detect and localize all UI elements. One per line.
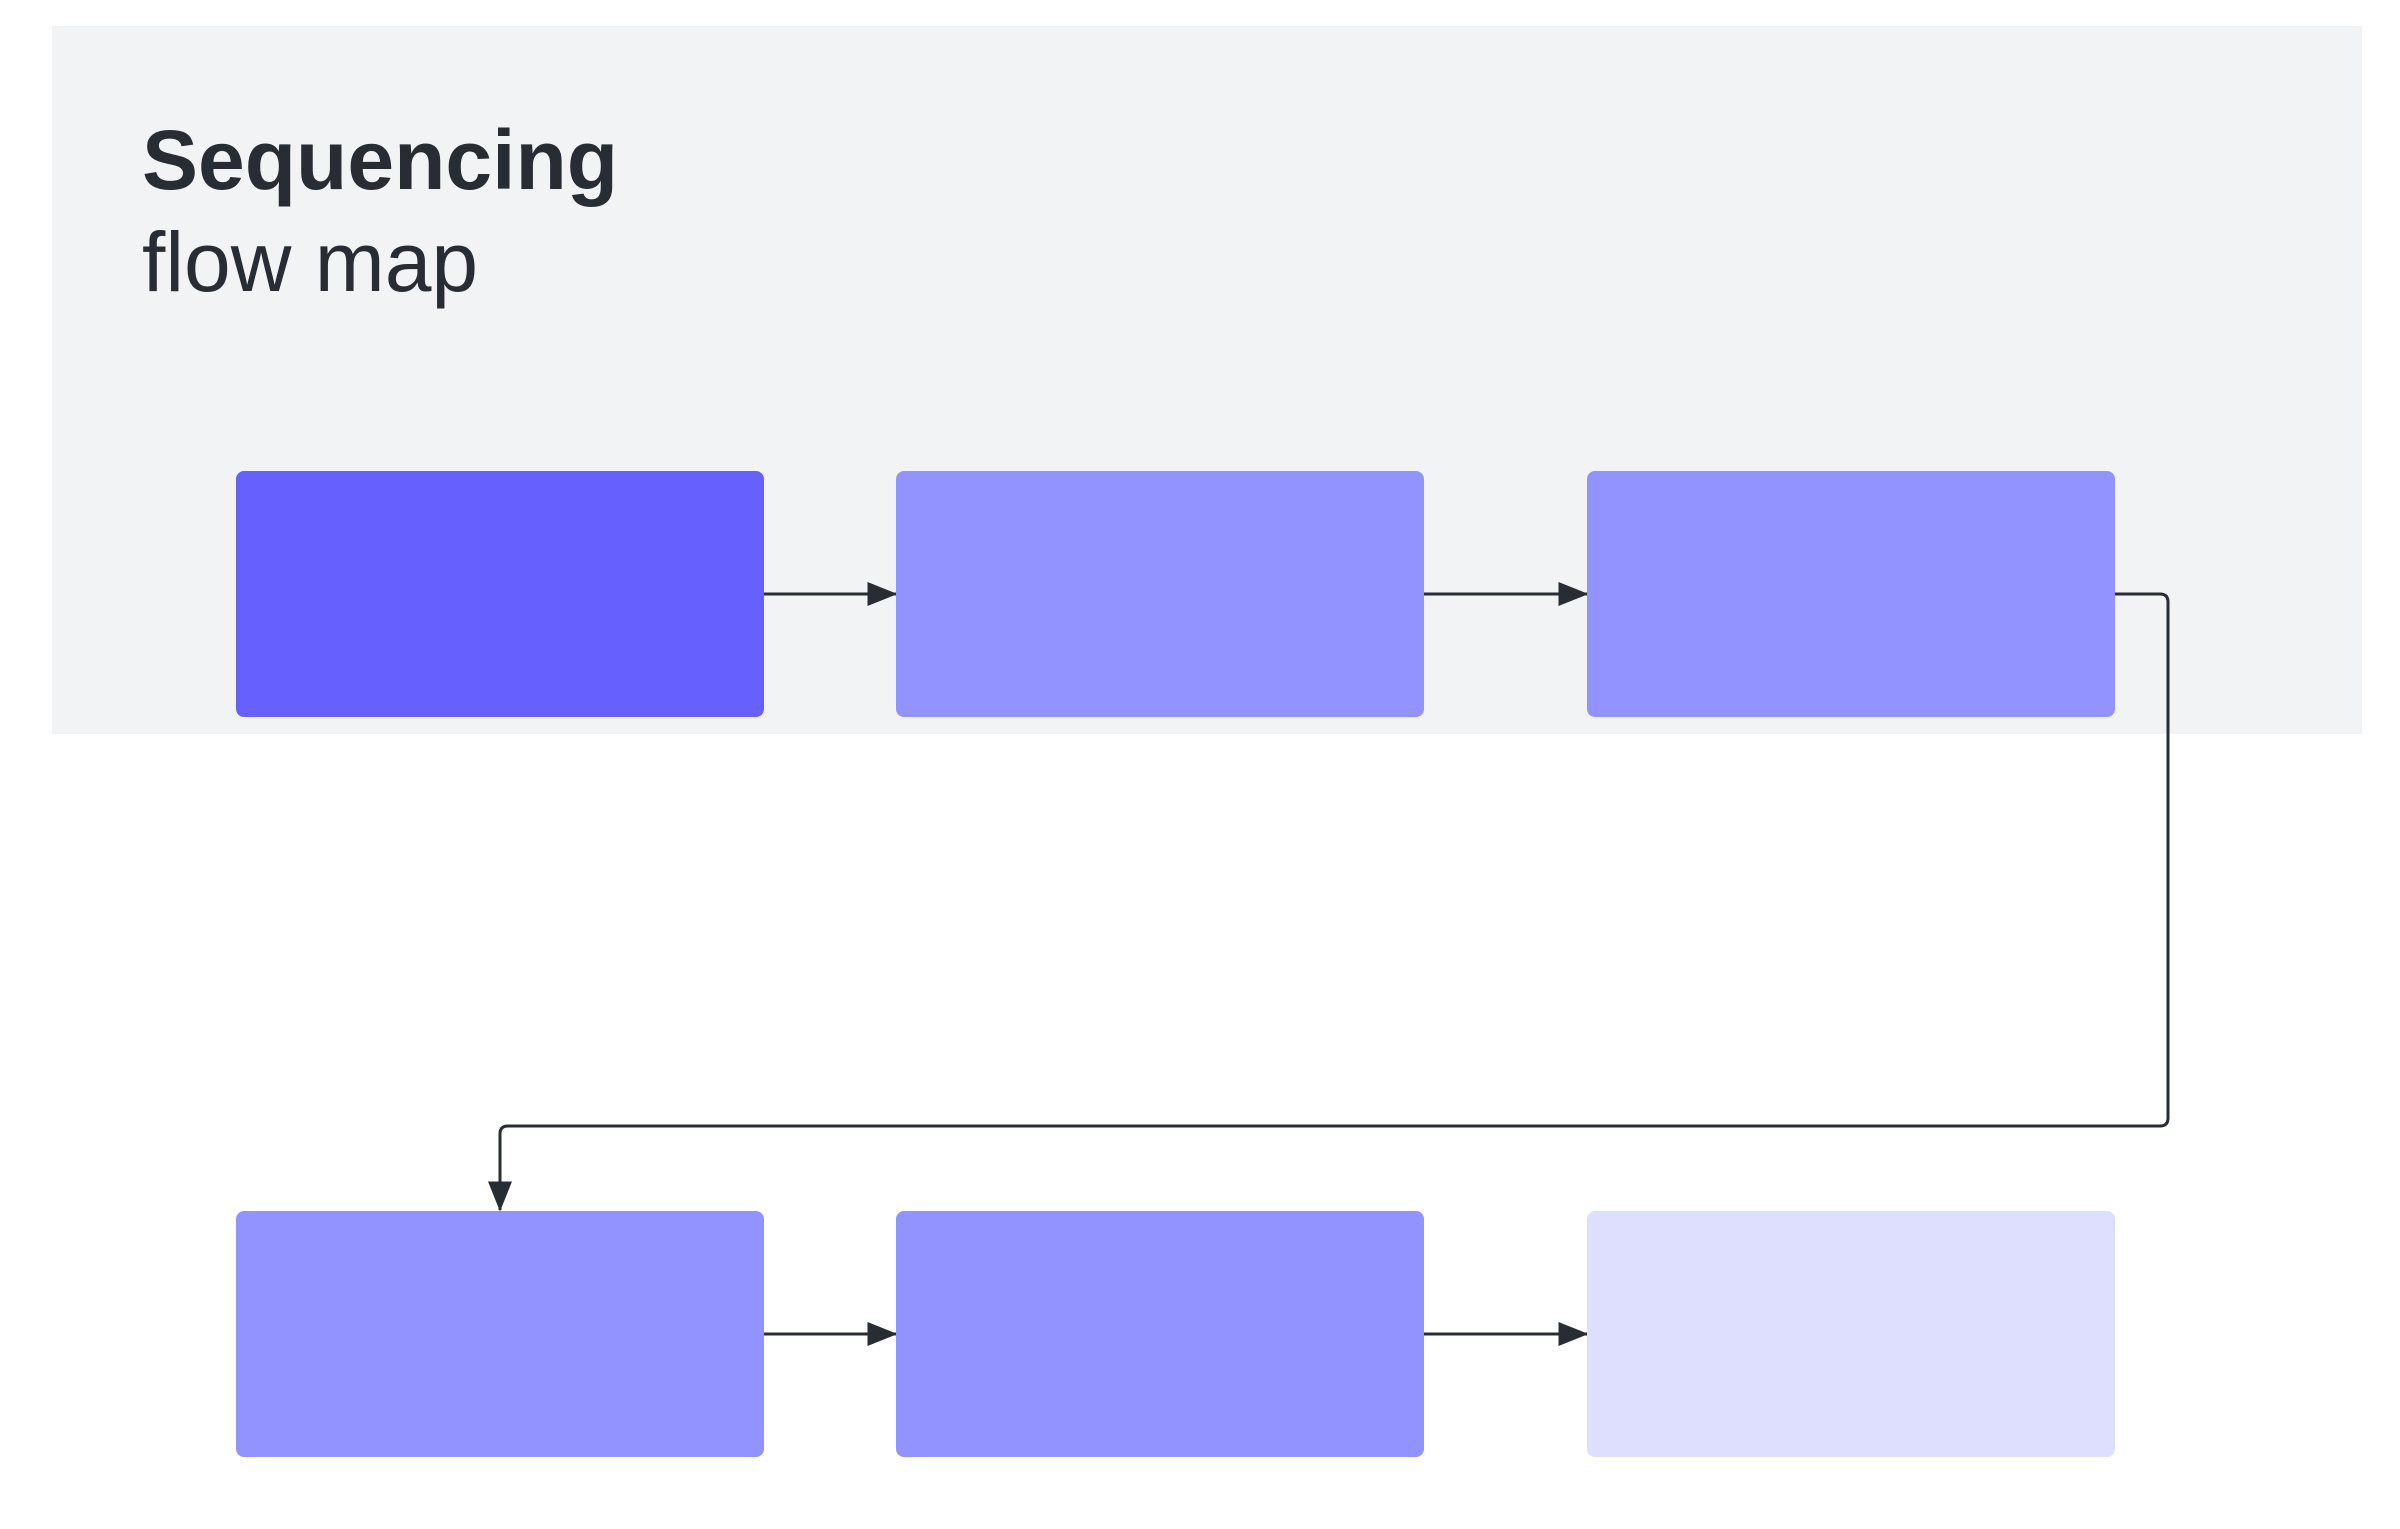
diagram-title: Sequencing [142,113,619,207]
step-5-box[interactable] [896,1211,1424,1457]
step-6-box[interactable] [1587,1211,2115,1457]
step-4-box[interactable] [236,1211,764,1457]
connector-step-3-to-step-4 [488,592,2170,1212]
step-3-box[interactable] [1587,471,2115,717]
step-2-box[interactable] [896,471,1424,717]
step-1-box[interactable] [236,471,764,717]
diagram-subtitle: flow map [142,215,479,309]
